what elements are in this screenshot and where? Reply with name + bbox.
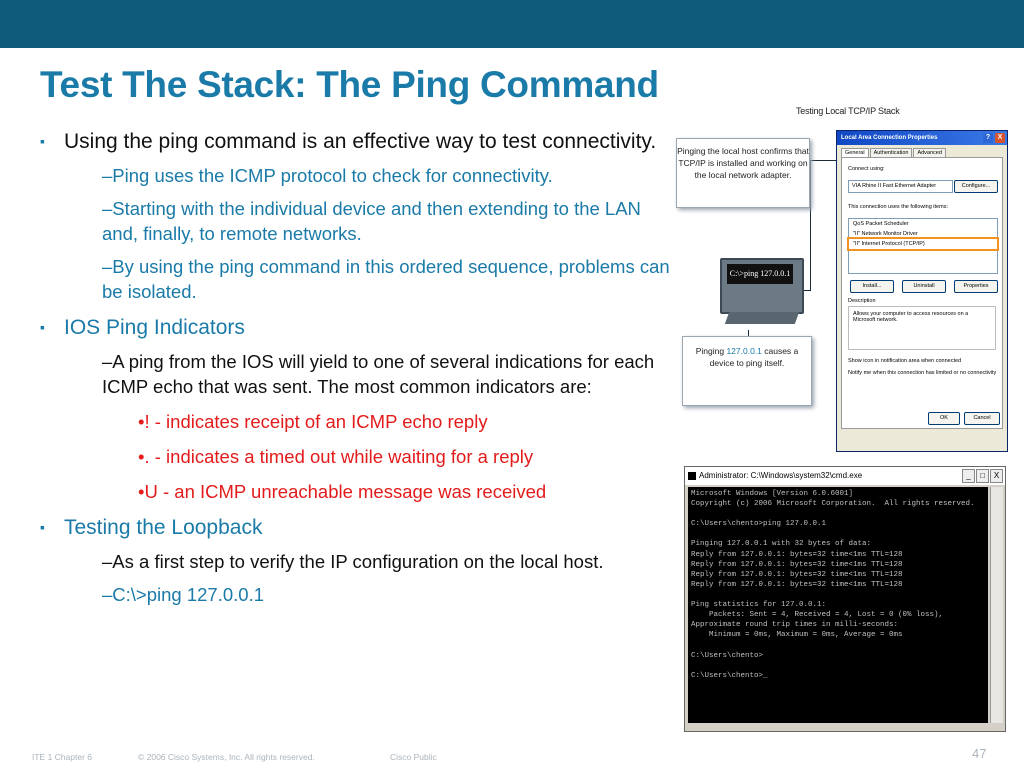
pc-keyboard-icon bbox=[724, 312, 800, 324]
dialog-tabs: General Authentication Advanced bbox=[837, 145, 1007, 157]
window-controls: _ □ X bbox=[961, 469, 1003, 483]
close-button[interactable]: X bbox=[990, 469, 1003, 483]
bullet-text: IOS Ping Indicators bbox=[64, 316, 245, 339]
install-button[interactable]: Install... bbox=[850, 280, 894, 293]
cancel-button[interactable]: Cancel bbox=[964, 412, 1000, 425]
show-icon-checkbox[interactable]: Show icon in notification area when conn… bbox=[848, 358, 962, 364]
indicator-reply: •! - indicates receipt of an ICMP echo r… bbox=[138, 411, 488, 432]
minimize-button[interactable]: _ bbox=[962, 469, 975, 483]
footer-classification: Cisco Public bbox=[390, 752, 437, 762]
scrollbar[interactable] bbox=[990, 487, 1003, 723]
sub-bullet-first-step: –As a first step to verify the IP config… bbox=[102, 551, 604, 572]
list-item-tcpip[interactable]: "II" Internet Protocol (TCP/IP) bbox=[847, 237, 999, 251]
items-label: This connection uses the following items… bbox=[848, 204, 948, 210]
indicator-timeout: •. - indicates a timed out while waiting… bbox=[138, 446, 534, 467]
dialog-panel: Connect using: VIA Rhine II Fast Etherne… bbox=[841, 157, 1003, 429]
list-item[interactable]: QoS Packet Scheduler bbox=[853, 221, 909, 227]
close-icon[interactable]: X bbox=[995, 133, 1005, 143]
ok-button[interactable]: OK bbox=[928, 412, 960, 425]
callout-localhost: Pinging the local host confirms that TCP… bbox=[676, 138, 810, 208]
cmd-title-bar: Administrator: C:\Windows\system32\cmd.e… bbox=[685, 467, 1005, 485]
diagram-caption: Testing Local TCP/IP Stack bbox=[796, 106, 900, 116]
connector-line bbox=[810, 160, 840, 161]
cmd-icon bbox=[688, 472, 696, 480]
slide-body: ▪ Using the ping command is an effective… bbox=[40, 128, 680, 607]
properties-dialog: Local Area Connection Properties ? X Gen… bbox=[836, 130, 1008, 452]
description-box: Allows your computer to access resources… bbox=[848, 306, 996, 350]
dialog-title: Local Area Connection Properties bbox=[841, 135, 938, 141]
uninstall-button[interactable]: Uninstall bbox=[902, 280, 946, 293]
notify-checkbox[interactable]: Notify me when this connection has limit… bbox=[848, 370, 997, 376]
items-list: QoS Packet Scheduler "II" Network Monito… bbox=[847, 218, 999, 274]
cmd-output[interactable]: Microsoft Windows [Version 6.0.6001] Cop… bbox=[688, 487, 988, 723]
top-banner bbox=[0, 0, 1024, 48]
square-bullet-icon: ▪ bbox=[40, 133, 45, 149]
connector-line bbox=[810, 160, 811, 290]
bullet-text: Using the ping command is an effective w… bbox=[64, 130, 657, 153]
pc-command-label: C:\>ping 127.0.0.1 bbox=[727, 264, 793, 284]
dialog-title-bar: Local Area Connection Properties ? X bbox=[837, 131, 1007, 145]
adapter-field: VIA Rhine II Fast Ethernet Adapter bbox=[848, 180, 953, 193]
list-item[interactable]: "II" Network Monitor Driver bbox=[853, 231, 918, 237]
cmd-window: Administrator: C:\Windows\system32\cmd.e… bbox=[684, 466, 1006, 732]
sub-bullet-ios-ping: –A ping from the IOS will yield to one o… bbox=[102, 351, 655, 397]
square-bullet-icon: ▪ bbox=[40, 519, 45, 535]
bullet-loopback: ▪ Testing the Loopback bbox=[40, 514, 680, 541]
bullet-ping-intro: ▪ Using the ping command is an effective… bbox=[40, 128, 680, 155]
tab-advanced[interactable]: Advanced bbox=[913, 148, 946, 157]
help-icon[interactable]: ? bbox=[983, 133, 993, 143]
square-bullet-icon: ▪ bbox=[40, 319, 45, 335]
tab-authentication[interactable]: Authentication bbox=[869, 148, 913, 157]
sub-bullet-scope: –Starting with the individual device and… bbox=[102, 198, 641, 244]
callout-ip: 127.0.0.1 bbox=[726, 346, 762, 356]
footer-copyright: © 2006 Cisco Systems, Inc. All rights re… bbox=[138, 752, 315, 762]
description-label: Description bbox=[848, 298, 876, 304]
indicator-unreachable: •U - an ICMP unreachable message was rec… bbox=[138, 481, 547, 502]
bullet-text: Testing the Loopback bbox=[64, 516, 263, 539]
callout-loopback: Pinging 127.0.0.1 causes a device to pin… bbox=[682, 336, 812, 406]
tab-general[interactable]: General bbox=[841, 148, 869, 157]
page-number: 47 bbox=[972, 746, 987, 761]
connect-using-label: Connect using: bbox=[848, 166, 885, 172]
callout-text: causes a device to ping itself. bbox=[709, 346, 799, 368]
slide-title: Test The Stack: The Ping Command bbox=[40, 64, 659, 105]
sub-bullet-icmp: –Ping uses the ICMP protocol to check fo… bbox=[102, 165, 553, 186]
bullet-ios-indicators: ▪ IOS Ping Indicators bbox=[40, 314, 680, 341]
properties-button[interactable]: Properties bbox=[954, 280, 998, 293]
sub-bullet-loopback-cmd: –C:\>ping 127.0.0.1 bbox=[102, 584, 265, 605]
maximize-button[interactable]: □ bbox=[976, 469, 989, 483]
configure-button[interactable]: Configure... bbox=[954, 180, 998, 193]
cmd-title: Administrator: C:\Windows\system32\cmd.e… bbox=[699, 471, 863, 480]
sub-bullet-sequence: –By using the ping command in this order… bbox=[102, 256, 670, 302]
footer-course: ITE 1 Chapter 6 bbox=[32, 752, 93, 762]
callout-text: Pinging bbox=[695, 346, 727, 356]
